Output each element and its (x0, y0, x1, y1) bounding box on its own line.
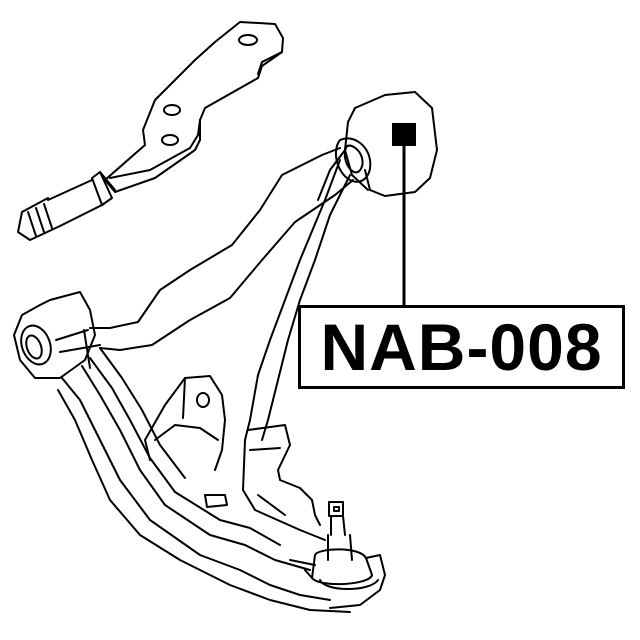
upper-bracket-arm (17, 21, 284, 241)
leader-line (392, 123, 416, 307)
square-marker-icon (392, 123, 416, 146)
part-number-label: NAB-008 (298, 305, 625, 389)
lower-control-arm (13, 147, 354, 613)
part-number-text: NAB-008 (320, 310, 603, 384)
ball-joint (289, 501, 386, 609)
